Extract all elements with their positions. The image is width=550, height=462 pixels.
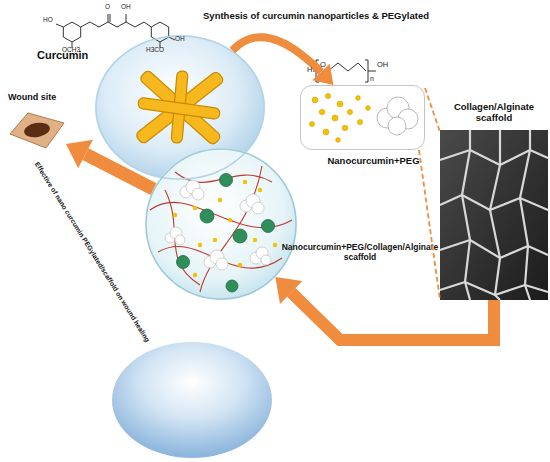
edge-label: Synthesis of curcumin nanoparticles & PE… [182,10,450,21]
curcumin-circle: Curcumin [95,35,265,180]
flow-arrow [275,277,494,340]
sem-pores [440,130,548,300]
arrow-shaft [86,154,154,189]
collagen-fibers [150,166,292,292]
atom-label: n [370,75,374,82]
arrow-head [66,140,93,169]
wound-mark [23,121,51,139]
atom-label: OCH3 [62,47,80,54]
alginate-beads [177,174,275,293]
node-label: Wound site [8,92,78,102]
outline-ellipse [146,149,296,299]
composite-dots [173,180,277,277]
peg-structure [313,60,376,82]
blue-shadow [112,342,272,458]
atom-label: OH [175,36,185,43]
sem-image [440,130,548,300]
arrow-shaft [233,37,322,72]
scaffold-image: Collagen/Alginate scaffold [440,100,548,300]
peg-cloud [377,97,418,135]
atom-label: H3CO [146,47,164,54]
node-outline [145,148,297,300]
atom-label: O [320,61,326,69]
node-label: Collagen/Alginate scaffold [440,102,548,124]
curcumin-structure [56,14,175,48]
atom-label: H [307,66,312,74]
skin-patch [10,113,64,148]
node-outline [95,35,265,180]
atom-label: HO [43,17,53,24]
arrow-head [275,277,302,304]
composite-clouds [165,180,271,270]
dashed-connector [419,88,440,300]
atom-label: O [105,4,110,11]
curcumin-circle-fill [95,35,265,180]
dashed-line [419,88,440,300]
outline-ellipse [96,36,264,179]
node-outline [8,108,66,150]
curcumin-crystals [135,69,225,146]
arrow-head [312,64,333,85]
node-label: Nanocurcumin+PEG/Collagen/Alginate scaff… [279,243,441,263]
nanoparticle-box: Nanocurcumin+PEG [300,85,425,150]
node-label: Nanocurcumin+PEG [321,156,426,167]
edge-label: Effective of nano curcumin PEGylated/sca… [28,152,157,351]
composite-circle: Nanocurcumin+PEG/Collagen/Alginate scaff… [145,148,297,300]
atom-label: OH [121,4,131,11]
flow-arrow [66,140,154,189]
flow-arrow [233,37,334,85]
arrow-shaft [291,292,494,340]
wound-site: Wound site [8,108,66,150]
nanocurcumin-dots [309,93,370,142]
atom-label: OH [377,61,388,69]
